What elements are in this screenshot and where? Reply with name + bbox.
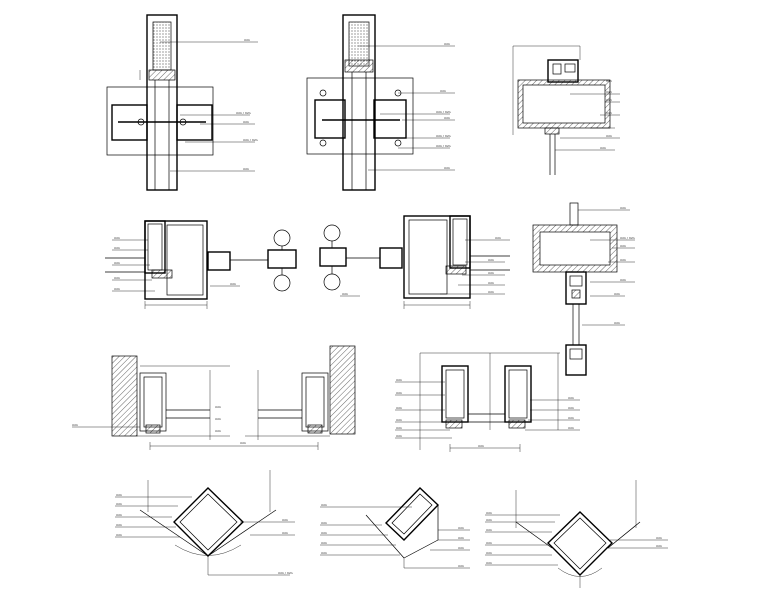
svg-text:mm: mm [458, 564, 464, 568]
detail-transom-section: mm mm mm mm mm mm [512, 45, 620, 175]
svg-text:mm: mm [614, 321, 620, 325]
svg-text:mm / mm: mm / mm [436, 134, 451, 138]
svg-text:mm: mm [116, 513, 122, 517]
svg-text:mm: mm [282, 518, 288, 522]
svg-text:mm: mm [486, 518, 492, 522]
svg-text:mm / mm: mm / mm [278, 571, 293, 575]
svg-text:mm: mm [230, 282, 236, 286]
detail-wall-edge-mullions: mm mm mm mm mm [72, 345, 356, 450]
svg-text:mm: mm [620, 278, 626, 282]
svg-text:mm: mm [114, 261, 120, 265]
detail-corner-c: mm mm mm mm mm mm mm mm [485, 480, 668, 588]
svg-text:mm / mm: mm / mm [243, 138, 258, 142]
svg-text:mm: mm [114, 287, 120, 291]
svg-text:mm: mm [396, 406, 402, 410]
svg-text:mm: mm [444, 166, 450, 170]
svg-text:mm: mm [440, 89, 446, 93]
svg-text:mm: mm [600, 146, 606, 150]
svg-text:mm: mm [495, 236, 501, 240]
svg-text:mm: mm [568, 406, 574, 410]
svg-text:mm: mm [606, 90, 612, 94]
svg-text:mm: mm [486, 551, 492, 555]
svg-text:mm: mm [614, 292, 620, 296]
svg-text:mm: mm [656, 544, 662, 548]
svg-text:mm: mm [396, 391, 402, 395]
svg-text:mm: mm [396, 434, 402, 438]
svg-text:mm: mm [458, 536, 464, 540]
detail-corner-a: mm mm mm mm mm mm mm mm / mm [115, 470, 295, 576]
svg-text:mm: mm [215, 417, 221, 421]
svg-text:mm: mm [243, 120, 249, 124]
svg-text:mm: mm [282, 531, 288, 535]
svg-text:mm: mm [396, 378, 402, 382]
svg-text:mm: mm [444, 42, 450, 46]
svg-text:mm / mm: mm / mm [436, 110, 451, 114]
svg-text:mm: mm [478, 444, 484, 448]
svg-text:mm: mm [486, 511, 492, 515]
svg-text:mm: mm [568, 416, 574, 420]
svg-text:mm: mm [116, 493, 122, 497]
svg-text:mm: mm [342, 292, 348, 296]
svg-text:mm: mm [116, 502, 122, 506]
svg-text:mm: mm [321, 551, 327, 555]
svg-text:mm / mm: mm / mm [620, 236, 635, 240]
svg-text:mm: mm [114, 236, 120, 240]
svg-text:mm: mm [568, 426, 574, 430]
svg-text:mm: mm [488, 290, 494, 294]
svg-text:mm: mm [444, 116, 450, 120]
svg-text:mm: mm [606, 111, 612, 115]
svg-text:mm: mm [114, 276, 120, 280]
svg-text:mm: mm [116, 533, 122, 537]
svg-text:mm: mm [114, 246, 120, 250]
detail-corner-b: mm mm mm mm mm mm mm mm mm [320, 487, 470, 569]
svg-text:mm: mm [606, 98, 612, 102]
detail-mullion-pair: mm mm mm mm mm mm mm mm mm mm mm [395, 352, 580, 452]
svg-text:mm: mm [396, 418, 402, 422]
detail-mullion-bracket: mm mm / mm mm mm / mm mm [106, 14, 258, 191]
svg-text:mm: mm [656, 536, 662, 540]
svg-text:mm / mm: mm / mm [436, 144, 451, 148]
svg-text:mm: mm [321, 521, 327, 525]
svg-text:mm: mm [488, 271, 494, 275]
detail-mullion-spider: mm mm mm mm mm mm [105, 220, 297, 309]
detail-mullion-anchor-plate: mm mm mm / mm mm mm / mm mm / mm mm [306, 14, 455, 191]
svg-text:mm: mm [72, 423, 78, 427]
svg-text:mm: mm [620, 258, 626, 262]
svg-text:mm: mm [396, 426, 402, 430]
svg-text:mm: mm [620, 206, 626, 210]
svg-text:mm: mm [488, 281, 494, 285]
svg-text:mm: mm [116, 523, 122, 527]
svg-text:mm: mm [568, 396, 574, 400]
detail-mullion-spider-mirror: mm mm mm mm mm mm [319, 215, 510, 309]
svg-text:mm: mm [244, 38, 250, 42]
svg-text:mm: mm [458, 526, 464, 530]
svg-text:mm: mm [488, 258, 494, 262]
svg-text:mm: mm [243, 167, 249, 171]
svg-text:mm: mm [215, 429, 221, 433]
svg-text:mm: mm [215, 405, 221, 409]
svg-text:mm: mm [486, 561, 492, 565]
svg-text:mm: mm [620, 244, 626, 248]
svg-text:mm: mm [321, 503, 327, 507]
svg-text:mm: mm [606, 134, 612, 138]
svg-text:mm: mm [458, 546, 464, 550]
svg-text:mm: mm [606, 79, 612, 83]
detail-beam-glass-fin: mm mm / mm mm mm mm mm mm [532, 202, 635, 376]
svg-text:mm: mm [486, 541, 492, 545]
svg-text:mm: mm [240, 441, 246, 445]
svg-text:mm: mm [321, 541, 327, 545]
svg-text:mm / mm: mm / mm [236, 111, 251, 115]
svg-text:mm: mm [321, 531, 327, 535]
svg-text:mm: mm [486, 528, 492, 532]
